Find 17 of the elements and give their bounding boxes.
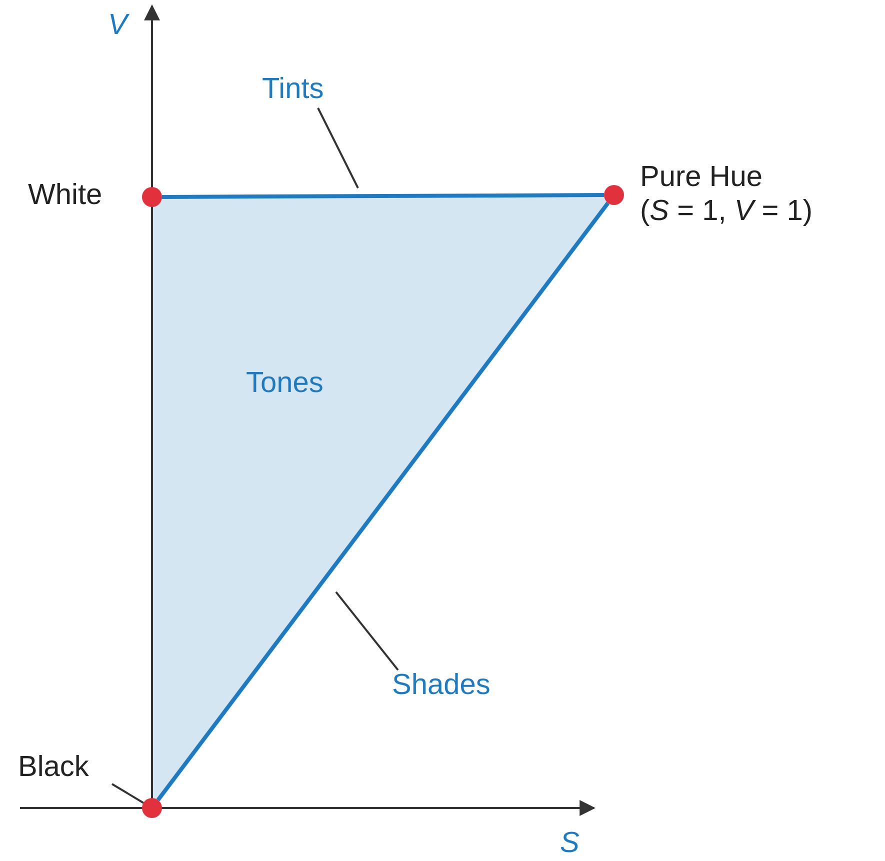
point-marker	[142, 187, 162, 207]
leader-line	[317, 108, 359, 188]
leader-line	[335, 591, 399, 671]
edge-name-label: Shades	[392, 668, 490, 702]
point-marker	[604, 185, 624, 205]
edge-name-label: Tints	[262, 72, 324, 106]
region-label: Tones	[246, 366, 324, 400]
point-label: Pure Hue	[640, 160, 763, 194]
axis-label: S	[560, 826, 580, 860]
point-label: White	[28, 178, 102, 212]
triangle-edge	[162, 193, 604, 199]
point-marker	[142, 798, 162, 818]
triangle-edge	[156, 202, 610, 802]
point-label: Black	[18, 750, 89, 784]
axis-label: V	[108, 8, 128, 42]
leader-line	[111, 783, 144, 804]
point-label: (S = 1, V = 1)	[640, 194, 812, 228]
